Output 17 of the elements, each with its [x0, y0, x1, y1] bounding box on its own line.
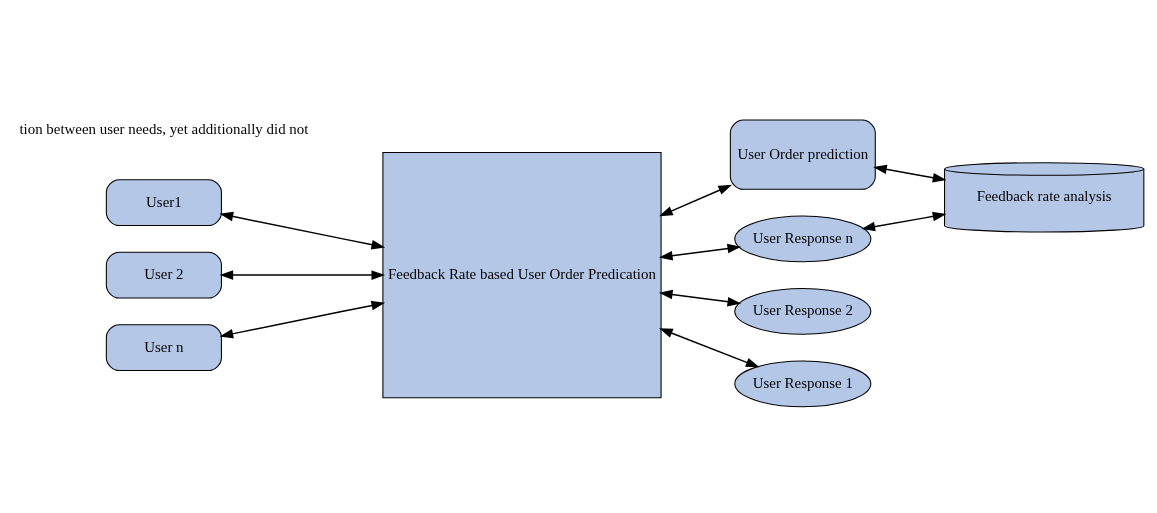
node-ellipse: User Response 2	[733, 287, 871, 335]
arrow	[658, 327, 760, 367]
arrow	[872, 164, 946, 182]
node-ellipse: User Response n	[733, 214, 871, 262]
label: tion between user needs, yet additionally did not	[18, 120, 308, 137]
arrow	[860, 211, 946, 231]
node-box: User1	[105, 178, 222, 226]
node-box: User Order prediction	[729, 119, 876, 190]
arrow	[658, 243, 741, 260]
arrow	[219, 211, 385, 249]
node-box: User 2	[105, 251, 222, 299]
node-box: Feedback Rate based User Order Predication	[381, 151, 662, 398]
arrow	[658, 184, 732, 216]
arrow	[658, 289, 741, 306]
node-box: User n	[105, 323, 222, 371]
arrow	[219, 269, 385, 280]
arrow	[219, 300, 385, 338]
